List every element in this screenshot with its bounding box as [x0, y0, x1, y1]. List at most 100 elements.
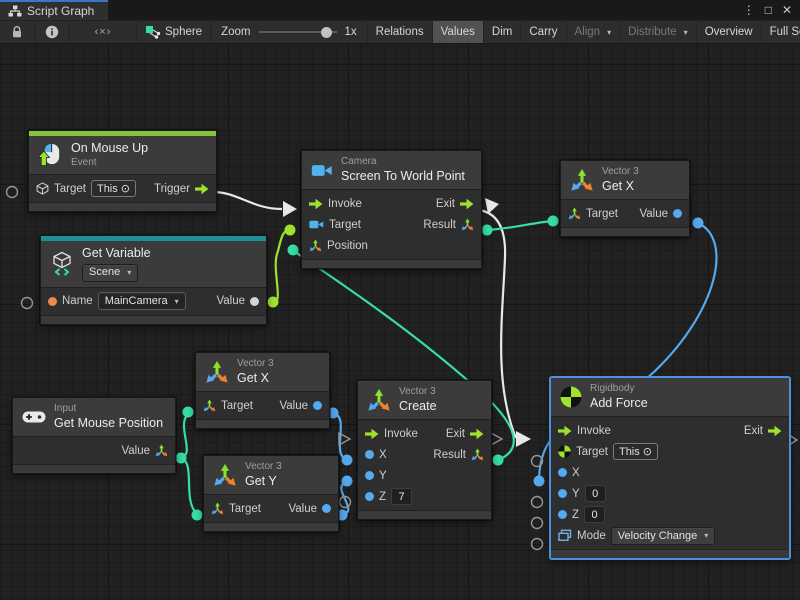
- info-button[interactable]: [35, 21, 70, 43]
- name-port[interactable]: [48, 296, 57, 306]
- align-label: Align: [574, 26, 601, 38]
- variable-scope-dropdown[interactable]: Scene ▾: [82, 263, 139, 282]
- vector3-icon: [214, 464, 236, 486]
- node-caption: Input: [54, 403, 77, 414]
- vector3-icon: [368, 389, 390, 411]
- node-get-mouse-position[interactable]: Input Get Mouse Position Value: [12, 397, 176, 475]
- value-port-label: Value: [121, 444, 150, 457]
- kebab-menu-icon[interactable]: ⋮: [742, 3, 755, 17]
- node-get-variable[interactable]: Get Variable Scene ▾ Name MainCamera ▾: [40, 235, 267, 325]
- variable-name-dropdown[interactable]: MainCamera ▾: [97, 292, 186, 311]
- relations-button[interactable]: Relations: [368, 21, 433, 43]
- wire-arrowhead: [485, 198, 499, 214]
- control-arrow-icon[interactable]: [460, 198, 474, 210]
- node-add-force[interactable]: Rigidbody Add Force Invoke Exit: [550, 377, 790, 560]
- fullscreen-button[interactable]: Full Screen: [762, 21, 800, 43]
- maximize-icon[interactable]: □: [764, 3, 772, 17]
- close-icon[interactable]: ✕: [781, 3, 792, 17]
- node-caption: Rigidbody: [590, 383, 635, 394]
- camera-icon: [311, 164, 332, 176]
- z-value-field[interactable]: 0: [584, 506, 606, 524]
- force-mode-dropdown[interactable]: Velocity Change ▾: [610, 526, 716, 545]
- this-target-chip[interactable]: This ⊙: [612, 443, 658, 461]
- node-on-mouse-up[interactable]: On Mouse Up Event Target This ⊙ Trigger: [28, 130, 217, 213]
- node-vector3-get-x-top[interactable]: Vector 3 Get X Target Value: [560, 160, 690, 238]
- target-port-label[interactable]: Target: [54, 182, 86, 195]
- camera-icon[interactable]: [309, 219, 324, 230]
- self-target-icon: ⊙: [120, 183, 130, 196]
- vector3-icon[interactable]: [155, 444, 168, 457]
- x-port[interactable]: [558, 468, 567, 478]
- code-view-button[interactable]: ‹×›: [70, 21, 137, 43]
- vector3-icon[interactable]: [461, 218, 474, 231]
- node-vector3-get-y-mid[interactable]: Vector 3 Get Y Target Value: [203, 455, 339, 533]
- wire-getx-to-create-x: [332, 411, 348, 462]
- invoke-port-label: Invoke: [384, 427, 418, 440]
- vector3-icon[interactable]: [211, 502, 224, 515]
- force-mode-value: Velocity Change: [617, 529, 698, 542]
- position-port-label: Position: [327, 239, 368, 252]
- value-port-label: Value: [288, 502, 317, 515]
- node-title: Get Variable: [82, 246, 151, 260]
- vector3-icon[interactable]: [309, 239, 322, 252]
- y-port[interactable]: [365, 471, 374, 481]
- enum-icon[interactable]: [558, 529, 572, 542]
- control-arrow-icon[interactable]: [470, 428, 484, 440]
- overview-button[interactable]: Overview: [697, 21, 762, 43]
- y-port[interactable]: [558, 489, 567, 499]
- value-port[interactable]: [250, 296, 259, 306]
- node-title: On Mouse Up: [71, 141, 149, 155]
- z-value-field[interactable]: 7: [391, 488, 413, 506]
- control-arrow-icon[interactable]: [195, 183, 209, 195]
- graph-canvas[interactable]: On Mouse Up Event Target This ⊙ Trigger: [0, 44, 800, 600]
- node-vector3-create[interactable]: Vector 3 Create Invoke Exit X: [357, 380, 492, 521]
- dim-button[interactable]: Dim: [484, 21, 522, 43]
- zoom-label: Zoom: [221, 26, 251, 38]
- result-port-label: Result: [423, 218, 456, 231]
- wire-mousepos-to-gety: [180, 456, 198, 515]
- chevron-down-icon: ▾: [174, 296, 179, 306]
- event-accent-bar: [29, 131, 216, 136]
- tab-script-graph[interactable]: Script Graph: [0, 0, 109, 20]
- vector3-icon[interactable]: [568, 207, 581, 220]
- value-port[interactable]: [673, 209, 682, 219]
- lock-icon: [13, 26, 21, 38]
- value-port[interactable]: [322, 504, 331, 514]
- overview-label: Overview: [704, 26, 753, 38]
- graph-context-icon: [146, 26, 161, 39]
- node-screen-to-world-point[interactable]: Camera Screen To World Point Invoke Exit: [301, 150, 482, 270]
- node-vector3-get-x-mid[interactable]: Vector 3 Get X Target Value: [195, 352, 330, 430]
- zoom-slider[interactable]: [258, 26, 337, 38]
- node-footer: [204, 522, 338, 532]
- y-value-field[interactable]: 0: [584, 485, 606, 503]
- target-port-label: Target: [221, 399, 253, 412]
- node-caption: Camera: [341, 156, 377, 167]
- carry-button[interactable]: Carry: [521, 21, 567, 43]
- values-button[interactable]: Values: [432, 21, 484, 43]
- wire-arrowhead: [283, 201, 297, 217]
- lock-button[interactable]: [0, 21, 35, 43]
- z-port[interactable]: [365, 492, 374, 502]
- vector3-icon[interactable]: [471, 448, 484, 461]
- trigger-port-label[interactable]: Trigger: [154, 182, 190, 195]
- control-arrow-icon[interactable]: [768, 425, 782, 437]
- node-caption: Event: [71, 156, 97, 168]
- vector3-icon[interactable]: [203, 399, 216, 412]
- control-arrow-icon[interactable]: [309, 198, 323, 210]
- x-port[interactable]: [365, 450, 374, 460]
- variable-accent-bar: [41, 236, 266, 241]
- distribute-button[interactable]: Distribute▾: [620, 21, 697, 43]
- z-port[interactable]: [558, 510, 567, 520]
- zoom-slider-handle[interactable]: [320, 26, 332, 38]
- control-arrow-icon[interactable]: [558, 425, 572, 437]
- zoom-level: 1x: [344, 26, 357, 38]
- gameobject-cube-icon: [36, 182, 49, 195]
- align-button[interactable]: Align▾: [567, 21, 621, 43]
- gamepad-icon: [22, 411, 46, 423]
- value-port[interactable]: [313, 401, 322, 411]
- result-port-label: Result: [433, 448, 466, 461]
- this-target-chip[interactable]: This ⊙: [90, 180, 136, 198]
- control-arrow-icon[interactable]: [365, 428, 379, 440]
- graph-context-button[interactable]: Sphere: [137, 21, 212, 43]
- rigidbody-icon[interactable]: [558, 445, 571, 458]
